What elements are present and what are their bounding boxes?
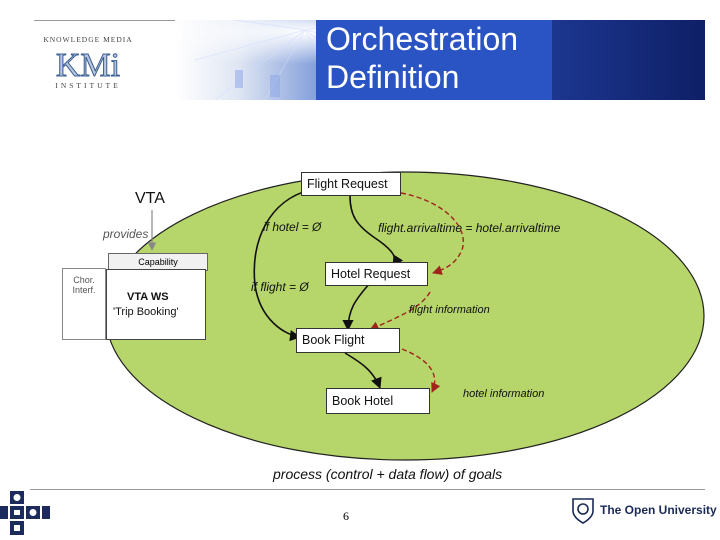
node-book-hotel: Book Hotel xyxy=(326,388,430,414)
provides-label: provides xyxy=(103,227,149,241)
page-number: 6 xyxy=(343,509,349,523)
open-university-logo-text: The Open University xyxy=(600,503,717,517)
dataflow-arrival-label: flight.arrivaltime = hotel.arrivaltime xyxy=(378,221,561,235)
node-hotel-request: Hotel Request xyxy=(325,262,428,286)
kmi-logo-mark: KMi xyxy=(56,47,120,84)
slide-title: Orchestration Definition xyxy=(326,20,518,96)
node-flight-request-label: Flight Request xyxy=(307,177,388,191)
vta-title: VTA xyxy=(135,190,165,207)
node-book-flight: Book Flight xyxy=(296,328,400,353)
control-arrow-bookflight-to-bookhotel xyxy=(344,352,382,390)
node-hotel-request-label: Hotel Request xyxy=(331,267,411,281)
process-caption: process (control + data flow) of goals xyxy=(273,466,503,482)
title-backdrop xyxy=(316,20,552,100)
vta-ws-subtitle: 'Trip Booking' xyxy=(113,306,179,318)
open-university-shield-icon xyxy=(572,498,594,524)
node-book-flight-label: Book Flight xyxy=(302,333,365,347)
slide-title-line1: Orchestration xyxy=(326,21,519,57)
condition-if-hotel: if hotel = Ø xyxy=(263,220,322,234)
vta-ws-name: VTA WS xyxy=(127,291,169,303)
dataflow-flight-info-label: flight information xyxy=(409,304,490,316)
control-arrow-hotel-to-bookflight xyxy=(342,282,371,332)
dataflow-arrival xyxy=(400,192,464,275)
kmi-logo-bottom: INSTITUTE xyxy=(55,81,120,90)
sws-logo xyxy=(0,491,50,535)
choreography-interface-box: Chor. Interf. xyxy=(62,268,106,340)
kmi-logo: KNOWLEDGE MEDIA KMi INSTITUTE xyxy=(43,35,132,90)
node-flight-request: Flight Request xyxy=(301,172,401,196)
control-arrow-flight-to-bookflight xyxy=(253,189,311,342)
dataflow-hotel-info-label: hotel information xyxy=(463,388,545,400)
dataflow-flight-info xyxy=(369,291,431,331)
footer-rule xyxy=(30,489,705,490)
dataflow-hotel-info xyxy=(401,348,441,393)
condition-if-flight: if flight = Ø xyxy=(251,280,309,294)
vta-ws-box xyxy=(106,269,206,340)
control-arrow-flight-to-hotel xyxy=(349,195,404,267)
slide-title-line2: Definition xyxy=(326,59,460,95)
node-book-hotel-label: Book Hotel xyxy=(332,394,394,408)
kmi-logo-top: KNOWLEDGE MEDIA xyxy=(43,35,132,44)
